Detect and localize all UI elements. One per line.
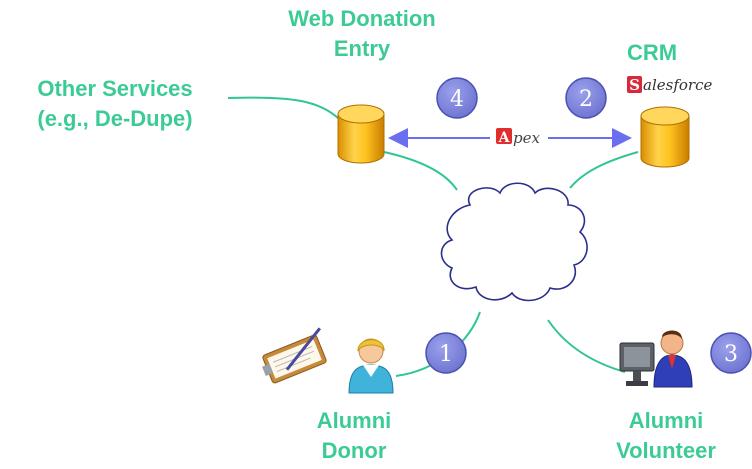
label-line: Alumni: [628, 408, 704, 433]
badge-number: 3: [724, 342, 738, 367]
cloud-icon: [440, 182, 588, 302]
step-badge-1: 1: [425, 332, 467, 374]
database-icon: [337, 104, 385, 164]
label-line: (e.g., De-Dupe): [37, 106, 193, 131]
svg-text:pex: pex: [513, 129, 540, 147]
badge-number: 4: [450, 87, 464, 112]
database-icon: [640, 106, 690, 168]
label-line: Other Services: [37, 76, 193, 101]
label-line: Web Donation: [288, 6, 436, 31]
line-volunteer-cloud: [547, 319, 626, 373]
svg-text:alesforce: alesforce: [643, 76, 712, 94]
clipboard-icon: [262, 327, 327, 384]
salesforce-logo: S alesforce: [627, 76, 712, 94]
svg-text:A: A: [498, 130, 511, 146]
step-badge-2: 2: [565, 77, 607, 119]
line-right-db-cloud: [569, 151, 639, 189]
line-left-db-cloud: [383, 151, 458, 191]
other-services-label: Other Services (e.g., De-Dupe): [0, 74, 230, 134]
svg-text:S: S: [629, 76, 640, 94]
label-line: Donor: [321, 438, 387, 463]
step-badge-3: 3: [710, 332, 752, 374]
web-donation-entry-label: Web Donation Entry: [262, 4, 462, 64]
computer-user-icon: [619, 330, 693, 388]
badge-number: 1: [439, 342, 453, 367]
person-icon: [348, 338, 394, 394]
label-line: Volunteer: [616, 438, 716, 463]
label-line: CRM: [626, 40, 678, 65]
label-line: Alumni: [316, 408, 392, 433]
line-other-services: [227, 96, 341, 121]
step-badge-4: 4: [436, 77, 478, 119]
connector-lines: [227, 96, 639, 377]
label-line: Entry: [333, 36, 391, 61]
alumni-donor-label: Alumni Donor: [294, 406, 414, 466]
badge-number: 2: [579, 87, 593, 112]
crm-label: CRM: [612, 38, 692, 68]
alumni-volunteer-label: Alumni Volunteer: [596, 406, 736, 466]
apex-logo: A pex: [496, 128, 540, 147]
